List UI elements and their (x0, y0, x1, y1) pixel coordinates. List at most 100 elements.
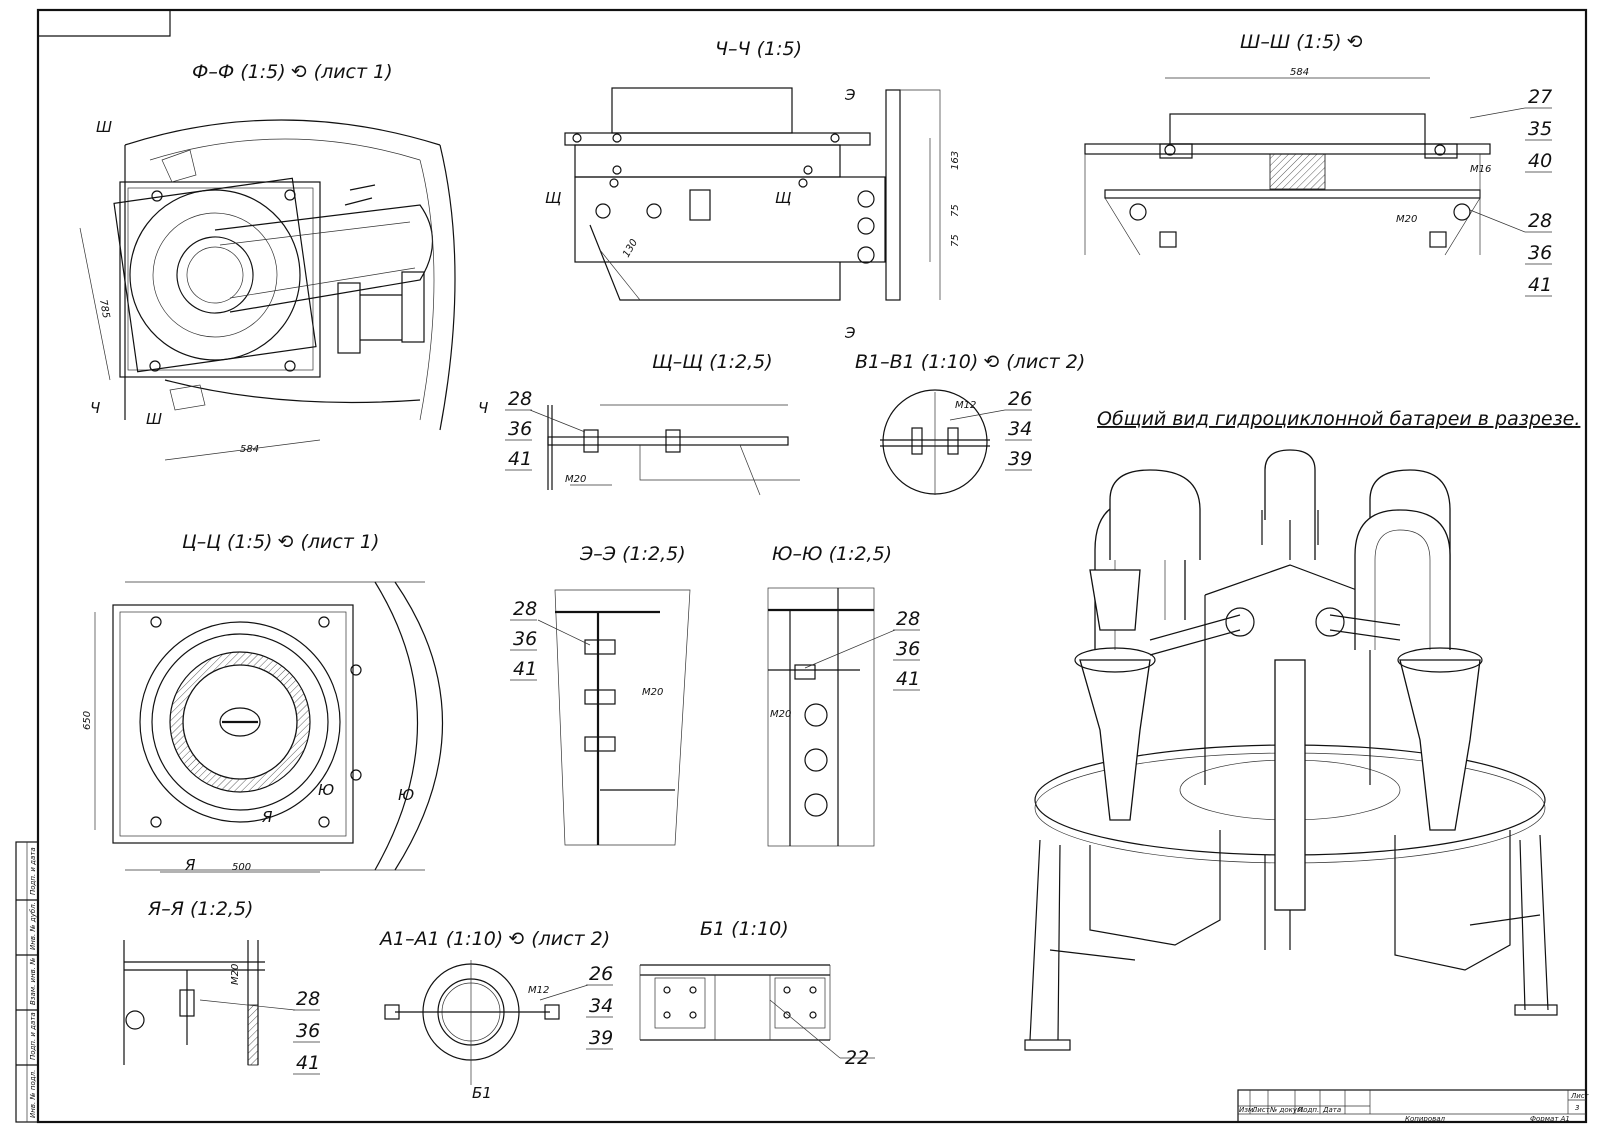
cyclone-back-center (1264, 449, 1316, 560)
pos-28-ee: 28 (513, 598, 537, 620)
dim-75a: 75 (950, 204, 961, 217)
pos-28-shch: 28 (508, 388, 532, 410)
cut-sh-bottom: Ш (146, 410, 162, 428)
cut-e-bottom: Э (844, 324, 856, 342)
dim-m20-ee: M20 (642, 687, 663, 698)
pos-34-v1: 34 (1008, 418, 1032, 440)
pos-35: 35 (1528, 118, 1552, 140)
view-v1v1: В1–В1 (1:10) ⟲ (лист 2) M12 26 34 39 (855, 351, 1085, 495)
dim-130: 130 (621, 237, 640, 259)
view-chch: Ч–Ч (1:5) 163 75 75 130 Э Э Щ Щ (545, 38, 961, 342)
tb-izm: Изм. (1239, 1106, 1255, 1114)
stamp-podp-2: Подп. и дата (29, 847, 37, 895)
pos-36-ee: 36 (513, 628, 537, 650)
view-shsh: Ш–Ш (1:5) ⟲ 584 M16 M20 27 35 40 (1084, 31, 1552, 297)
pos-28-shsh: 28 (1528, 210, 1552, 232)
pos-36-shsh: 36 (1528, 242, 1552, 264)
pos-26-v1: 26 (1008, 388, 1032, 410)
callout-yu: 28 36 41 (893, 608, 920, 691)
view-general: Общий вид гидроциклонной батареи в разре… (1024, 408, 1580, 1051)
sheet-frame (36, 8, 1588, 1124)
pos-39-a1: 39 (589, 1027, 613, 1049)
callout-ya: 28 36 41 (293, 988, 320, 1075)
pos-27: 27 (1528, 86, 1552, 108)
title-yuyu: Ю–Ю (1:2,5) (772, 543, 892, 565)
dim-584-ff: 584 (240, 444, 259, 455)
dim-m12-v1: M12 (955, 400, 976, 411)
callout-v1: 26 34 39 (1005, 388, 1032, 471)
cut-shch-left: Щ (545, 189, 561, 207)
callout-ee: 28 36 41 (510, 598, 537, 681)
stamp-dubl: Инв. № дубл. (29, 902, 37, 950)
stamp-inv-podl: Инв. № подл. (29, 1070, 37, 1118)
dim-650: 650 (82, 711, 93, 730)
pos-28-ya: 28 (296, 988, 320, 1010)
dim-m12-a1: M12 (528, 985, 549, 996)
tb-copied: Копировал (1405, 1115, 1446, 1123)
cut-yu-right: Ю (398, 786, 414, 804)
pos-41-ya: 41 (296, 1052, 320, 1074)
pos-39-v1: 39 (1008, 448, 1032, 470)
title-ee: Э–Э (1:2,5) (579, 543, 686, 565)
pos-36-ya: 36 (296, 1020, 320, 1042)
title-shchshch: Щ–Щ (1:2,5) (652, 351, 773, 373)
pos-41-yu: 41 (896, 668, 920, 690)
pos-34-a1: 34 (589, 995, 613, 1017)
callout-shch: 28 36 41 (505, 388, 532, 471)
dim-500: 500 (232, 862, 251, 873)
stamp-vzam: Взам. инв. № (29, 957, 37, 1005)
title-shsh: Ш–Ш (1:5) ⟲ (1240, 31, 1364, 53)
tb-podp: Подп. (1298, 1106, 1319, 1114)
cut-ya-left: Я (184, 856, 196, 874)
tb-doc: № докум. (1269, 1106, 1305, 1114)
dim-75b: 75 (950, 234, 961, 247)
title-yaya: Я–Я (1:2,5) (147, 898, 253, 920)
view-ee: Э–Э (1:2,5) M20 28 36 41 (510, 543, 691, 846)
side-stamp: Инв. № подл. Подп. и дата Взам. инв. № И… (15, 841, 39, 1123)
dim-m20-yu: M20 (770, 709, 791, 720)
title-chch: Ч–Ч (1:5) (715, 38, 802, 60)
view-yuyu: Ю–Ю (1:2,5) M20 28 36 41 (767, 543, 920, 847)
view-ff: Ф–Ф (1:5) ⟲ (лист 1) 785 584 Ш (79, 61, 488, 461)
title-block: Изм. Лист № докум. Подп. Дата Лист 3 Коп… (1237, 1089, 1590, 1123)
pos-26-a1: 26 (589, 963, 613, 985)
cyclone-front-right (1354, 509, 1483, 831)
title-b1: Б1 (1:10) (700, 918, 789, 940)
cut-sh-top: Ш (96, 118, 112, 136)
cut-ya-right: Я (261, 808, 273, 826)
pos-41-shsh: 41 (1528, 274, 1552, 296)
tb-data: Дата (1322, 1106, 1341, 1114)
title-general: Общий вид гидроциклонной батареи в разре… (1097, 408, 1580, 430)
title-ff: Ф–Ф (1:5) ⟲ (лист 1) (192, 61, 393, 83)
title-v1v1: В1–В1 (1:10) ⟲ (лист 2) (855, 351, 1085, 373)
view-shchshch: Щ–Щ (1:2,5) M20 28 36 41 (505, 351, 800, 496)
tb-format: Формат A1 (1530, 1115, 1570, 1123)
tb-list: Лист (1251, 1106, 1271, 1114)
pos-28-yu: 28 (896, 608, 920, 630)
cut-e-top: Э (844, 86, 856, 104)
tb-sheet-label: Лист (1570, 1092, 1590, 1100)
view-a1a1: А1–А1 (1:10) ⟲ (лист 2) Б1 M12 26 34 39 (378, 928, 613, 1102)
dim-m20-ya: M20 (230, 964, 241, 985)
title-a1a1: А1–А1 (1:10) ⟲ (лист 2) (378, 928, 610, 950)
pos-22: 22 (845, 1047, 869, 1069)
cut-ch-left: Ч (90, 399, 100, 417)
pos-36-shch: 36 (508, 418, 532, 440)
title-tsts: Ц–Ц (1:5) ⟲ (лист 1) (182, 531, 379, 553)
callout-shsh-top: 27 35 40 (1525, 86, 1552, 173)
dim-m20-shch: M20 (565, 474, 586, 485)
callout-shsh-bottom: 28 36 41 (1525, 210, 1552, 297)
pos-36-yu: 36 (896, 638, 920, 660)
pos-40: 40 (1528, 150, 1552, 172)
callout-a1: 26 34 39 (586, 963, 613, 1050)
stamp-podp-1: Подп. и дата (29, 1012, 37, 1060)
cut-b1: Б1 (472, 1084, 492, 1102)
view-b1: Б1 (1:10) 22 (639, 918, 875, 1069)
view-tsts: Ц–Ц (1:5) ⟲ (лист 1) 650 500 Ю Ю Я Я (82, 531, 443, 874)
cut-ch-right: Ч (478, 399, 488, 417)
cyclone-back-left (1089, 469, 1201, 631)
pos-41-shch: 41 (508, 448, 532, 470)
dim-m16: M16 (1470, 164, 1491, 175)
cut-shch-right: Щ (775, 189, 791, 207)
